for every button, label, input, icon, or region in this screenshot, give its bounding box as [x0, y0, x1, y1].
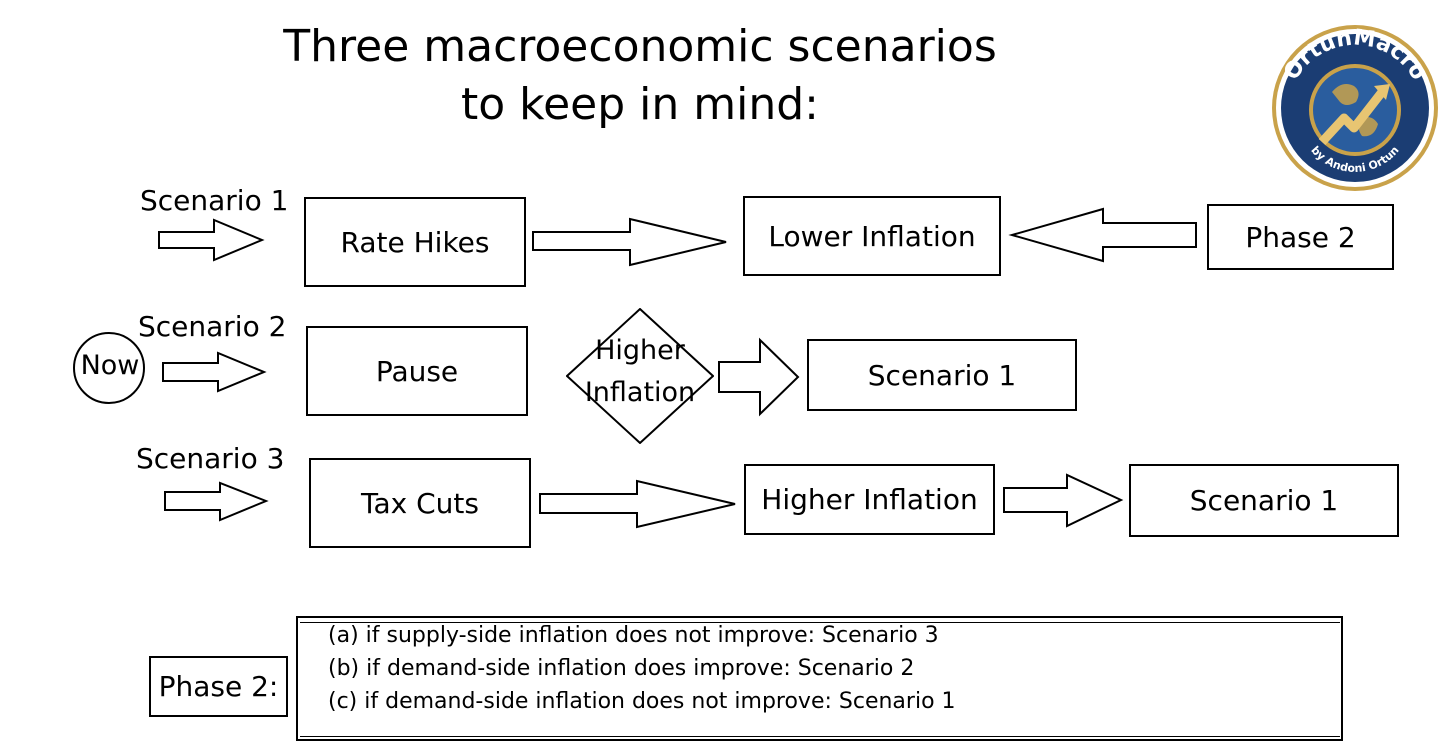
phase-2-box: Phase 2 [1207, 204, 1394, 270]
scenario-1-entry-arrow [158, 218, 265, 262]
tax-cuts-box: Tax Cuts [309, 458, 531, 548]
pause-box: Pause [306, 326, 528, 416]
scenario-3-outcome-box: Scenario 1 [1129, 464, 1399, 537]
ortunmacro-logo: OrtunMacro by Andoni Ortun [1272, 25, 1438, 191]
phase-2-note-b: (b) if demand-side inflation does improv… [328, 656, 915, 681]
notes-divider-top [300, 622, 1340, 623]
page-title: Three macroeconomic scenarios to keep in… [283, 21, 997, 130]
notes-divider-bottom [300, 736, 1340, 737]
lower-inflation-box: Lower Inflation [743, 196, 1001, 276]
higher-inflation-to-scenario-1-arrow [1003, 473, 1124, 528]
scenario-3-label: Scenario 3 [136, 442, 285, 475]
decision-to-scenario-1-arrow [718, 337, 800, 417]
decision-label: Higher Inflation [584, 335, 696, 408]
scenario-1-label: Scenario 1 [140, 184, 289, 217]
scenario-2-outcome-box: Scenario 1 [807, 339, 1077, 411]
higher-inflation-decision-diamond [566, 308, 714, 444]
higher-inflation-box: Higher Inflation [744, 464, 995, 535]
phase-2-note-c: (c) if demand-side inflation does not im… [328, 689, 956, 714]
scenario-2-label: Scenario 2 [138, 310, 287, 343]
now-label: Now [80, 350, 140, 381]
phase-2-note-a: (a) if supply-side inflation does not im… [328, 623, 939, 648]
rate-hikes-to-lower-inflation-arrow [532, 217, 727, 267]
rate-hikes-box: Rate Hikes [304, 197, 526, 287]
phase2-to-lower-inflation-arrow [1008, 207, 1197, 263]
phase-2-notes-box [296, 616, 1343, 741]
now-circle [73, 332, 145, 404]
scenario-3-entry-arrow [164, 481, 269, 522]
phase-2-label-box: Phase 2: [149, 656, 288, 717]
tax-cuts-to-higher-inflation-arrow [539, 479, 736, 529]
scenario-2-entry-arrow [162, 351, 267, 393]
